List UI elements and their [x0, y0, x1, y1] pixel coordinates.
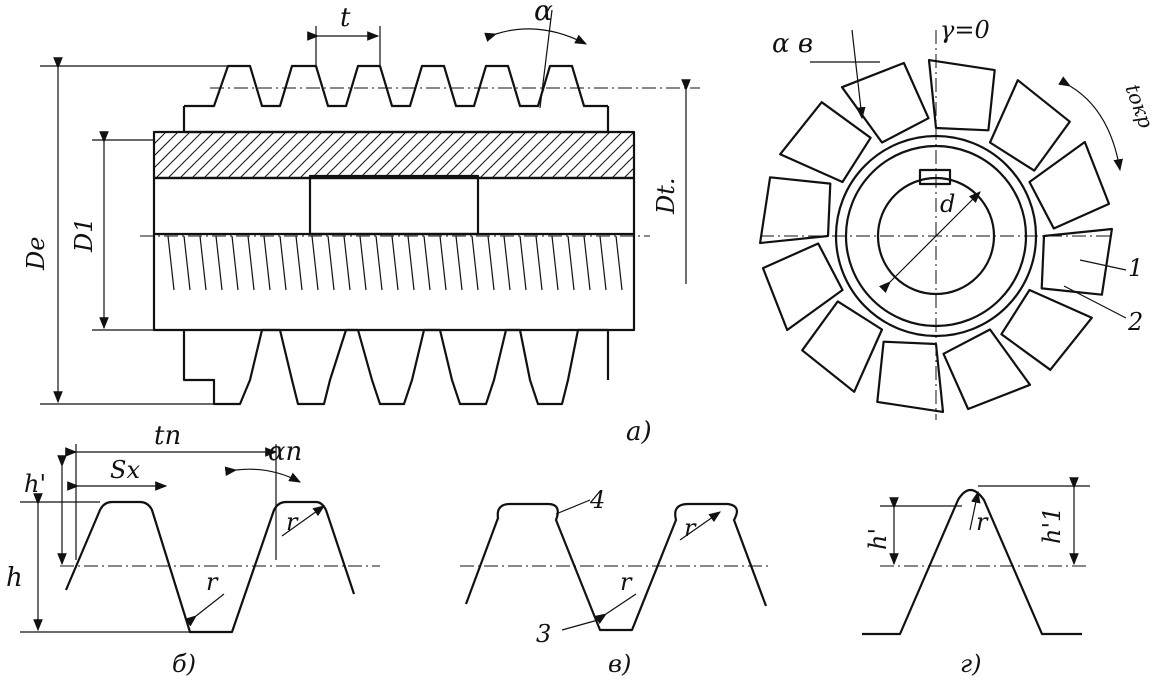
hub-section	[152, 130, 636, 180]
label-r-b2: r	[286, 508, 299, 536]
label-gamma0: γ=0	[940, 16, 990, 44]
cutter-tooth	[840, 61, 930, 144]
label-t: t	[340, 3, 351, 33]
label-h: h	[6, 563, 23, 593]
cutter-tooth	[779, 101, 872, 184]
flute-lines	[167, 235, 623, 291]
callout-4: 4	[589, 486, 605, 514]
profile-b: h h' tп Sх αп r r б)	[6, 421, 380, 678]
label-r-v1: r	[620, 568, 633, 596]
cutter-tooth	[761, 242, 844, 332]
label-D1: D1	[70, 217, 98, 253]
label-r-b1: r	[206, 568, 219, 596]
callout-3: 3	[536, 620, 551, 648]
cutter-tooth	[988, 79, 1071, 172]
label-r-v2: r	[684, 514, 697, 542]
bore-band	[152, 176, 636, 236]
cutter-tooth	[1040, 227, 1114, 296]
cutter-tooth	[927, 58, 996, 132]
label-h-prime-b: h'	[24, 470, 46, 498]
caption-g: г)	[960, 650, 982, 678]
cutter-tooth	[758, 176, 832, 245]
label-De: De	[22, 237, 50, 271]
profile-v: 4 3 r r в)	[460, 486, 770, 678]
label-r-g: r	[976, 508, 989, 536]
caption-b: б)	[172, 650, 196, 678]
cutter-tooth	[942, 328, 1032, 411]
hob-side-view: t α De D1 Dt. а)	[22, 0, 700, 447]
hatching	[154, 132, 634, 178]
caption-v: в)	[608, 650, 631, 678]
cutter-front-view: d α в γ=0 tокр 1 2	[758, 16, 1152, 420]
label-tn: tп	[154, 421, 181, 451]
keyway	[308, 174, 480, 236]
callout-2: 2	[1127, 308, 1143, 336]
profile-g: h' h'1 r г)	[862, 477, 1090, 678]
label-d: d	[940, 190, 955, 218]
top-thread-profile	[184, 64, 608, 108]
label-alpha-v: α в	[772, 29, 813, 59]
label-alpha: α	[534, 0, 553, 27]
cutter-tooth	[801, 300, 884, 393]
label-sx: Sх	[110, 456, 140, 484]
cutter-tooth	[1000, 288, 1093, 371]
cutter-tooth	[876, 340, 945, 413]
label-h-prime-g: h'	[864, 528, 892, 550]
label-alpha-n: αп	[268, 437, 302, 467]
caption-a: а)	[626, 417, 652, 447]
callout-1: 1	[1128, 254, 1143, 282]
label-Dt: Dt.	[652, 177, 680, 215]
bore-keyway	[918, 168, 952, 186]
cutter-tooth	[1028, 140, 1111, 230]
label-h1-prime: h'1	[1038, 507, 1066, 544]
label-t-okr: tокр	[1121, 81, 1152, 132]
bottom-thread-profile	[182, 328, 610, 406]
